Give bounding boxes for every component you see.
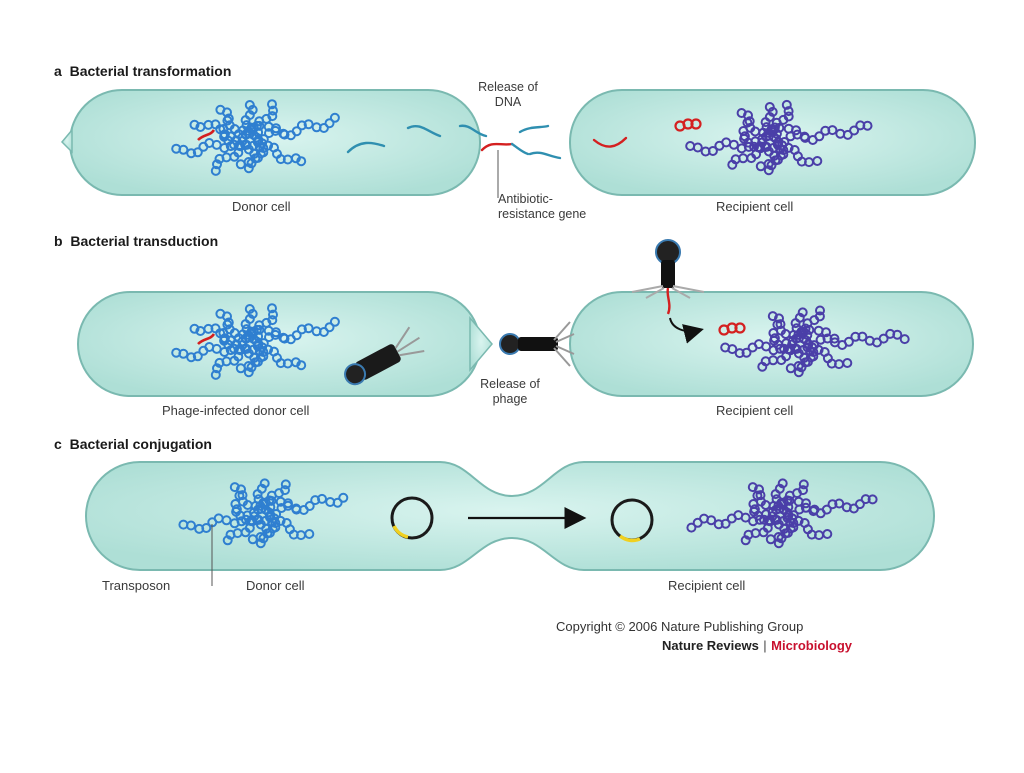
panel-a-title: a Bacterial transformation [54,63,231,79]
panel-b-release-label: Release of phage [480,377,540,406]
copyright-text: Copyright © 2006 Nature Publishing Group [556,619,804,634]
panel-b-released-phage [499,321,575,367]
panel-b-donor-cell [77,291,481,397]
panel-a-donor-label: Donor cell [232,199,291,214]
panel-b-recipient-chromosome [720,305,910,378]
panel-c-recipient-label: Recipient cell [668,578,746,593]
panel-c-title: c Bacterial conjugation [54,436,212,452]
panel-b-title-text: Bacterial transduction [70,233,219,249]
journal-section: Microbiology [771,638,853,653]
panel-b-title: b Bacterial transduction [54,233,218,249]
panel-c-recipient-plasmid [610,498,654,543]
panel-c-donor-label: Donor cell [246,578,305,593]
panel-a-letter: a [54,63,62,79]
panel-b-phage-injecting [631,239,705,315]
panel-b-donor-chromosome [171,303,340,380]
panel-c-donor-plasmid [390,496,434,540]
panel-c-title-text: Bacterial conjugation [69,436,212,452]
panel-c-recipient-chromosome [686,478,878,549]
journal-separator: | [763,638,767,653]
panel-a-recipient-chromosome [685,99,873,176]
panel-a-recipient-cell [569,89,976,196]
panel-b-integrated-resistance-gene [718,322,746,336]
panel-a-title-text: Bacterial transformation [69,63,232,79]
journal-credit: Nature Reviews | Microbiology [662,637,852,655]
panel-a-gene-label: Antibiotic- resistance gene [498,192,587,221]
panel-b-phage-inside-donor [344,326,425,386]
panel-b-donor-label: Phage-infected donor cell [162,403,310,418]
panel-a-donor-cell-nub [60,127,73,154]
panel-a-release-label: Release of DNA [478,80,538,109]
panel-b-recipient-label: Recipient cell [716,403,794,418]
panel-c-donor-chromosome [178,478,349,549]
panel-a-integrated-resistance-gene [674,118,702,132]
panel-a-recipient-label: Recipient cell [716,199,794,214]
panel-a-donor-chromosome [171,99,340,176]
panel-c-letter: c [54,436,62,452]
panel-c-conjugating-cells [85,461,935,571]
journal-name: Nature Reviews [662,638,759,653]
panel-b-letter: b [54,233,63,249]
panel-b-injection-arrow [669,317,704,344]
panel-c-transposon-label: Transposon [102,578,171,593]
panel-a-dna-fragments [346,124,628,160]
panel-b-donor-cell-opening [469,315,493,373]
